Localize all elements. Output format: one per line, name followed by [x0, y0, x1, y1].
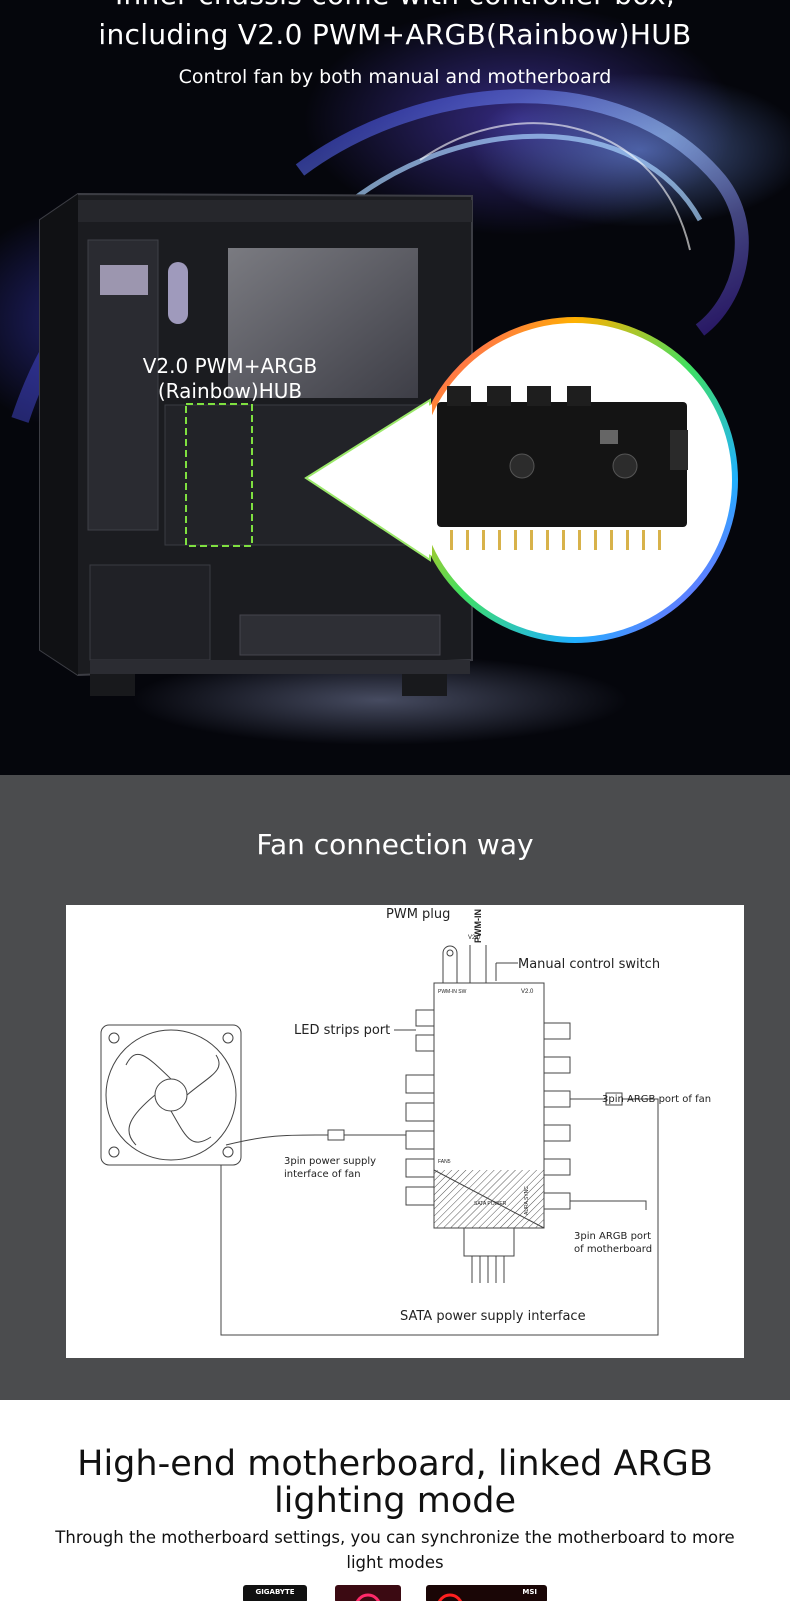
aura-icon — [355, 1593, 381, 1601]
hub-label: V2.0 PWM+ARGB (Rainbow)HUB — [130, 354, 330, 404]
fan-power-label-line1: 3pin power supply — [284, 1156, 377, 1167]
mystic-light-icon — [437, 1593, 463, 1601]
pwm-plug-label: PWM plug — [386, 907, 451, 922]
hub-label-line1: V2.0 PWM+ARGB — [142, 354, 318, 378]
hero-subtitle: Control fan by both manual and motherboa… — [178, 66, 612, 88]
manual-switch-label: Manual control switch — [518, 957, 661, 972]
hub-label-line2: (Rainbow)HUB — [157, 379, 303, 403]
mb-argb-label: 3pin ARGB port of motherboard — [574, 1230, 652, 1256]
wiring-diagram: PWM-IN V2.0 V2.0 PWM-IN SW SATA POWER FA… — [66, 905, 744, 1358]
hero-banner: Inner chassis come with controller box, … — [0, 0, 790, 775]
fan-power-label: 3pin power supply interface of fan — [284, 1155, 376, 1181]
aura-sync-text: AURA SYNC — [524, 1186, 530, 1215]
board-version: V2.0 — [468, 935, 481, 941]
asus-logo — [335, 1585, 401, 1601]
board-top-ports: PWM-IN SW — [438, 989, 467, 995]
sync-title-line2: lighting mode — [273, 1481, 517, 1521]
fan-connection-title: Fan connection way — [256, 828, 534, 861]
pwm-in-text: PWM-IN — [473, 909, 483, 943]
hero-title-line2: including V2.0 PWM+ARGB(Rainbow)HUB — [98, 18, 692, 51]
sync-description: Through the motherboard settings, you ca… — [55, 1528, 735, 1572]
hero-title-line1: Inner chassis come with controller box, — [0, 0, 790, 11]
wiring-drawing: PWM-IN V2.0 V2.0 PWM-IN SW SATA POWER FA… — [100, 909, 659, 1336]
sata-power-text: SATA POWER — [474, 1201, 507, 1207]
led-strips-label: LED strips port — [294, 1023, 391, 1038]
mb-argb-label-line2: of motherboard — [574, 1244, 653, 1255]
sync-title: High-end motherboard, linked ARGB lighti… — [0, 1446, 790, 1520]
fan-argb-label: 3pin ARGB port of fan — [602, 1094, 712, 1105]
msi-logo: MSI — [426, 1585, 547, 1601]
fan-power-label-line2: interface of fan — [284, 1169, 361, 1180]
sync-title-line1: High-end motherboard, linked ARGB — [77, 1444, 713, 1484]
sata-label: SATA power supply interface — [400, 1309, 586, 1324]
case-illustration — [11, 89, 749, 696]
board-version-label: V2.0 — [521, 989, 534, 995]
msi-logo-text: MSI — [522, 1588, 537, 1596]
gigabyte-logo: GIGABYTE — [243, 1585, 307, 1601]
fan5-text: FAN5 — [438, 1159, 451, 1165]
mb-argb-label-line1: 3pin ARGB port — [574, 1231, 652, 1242]
